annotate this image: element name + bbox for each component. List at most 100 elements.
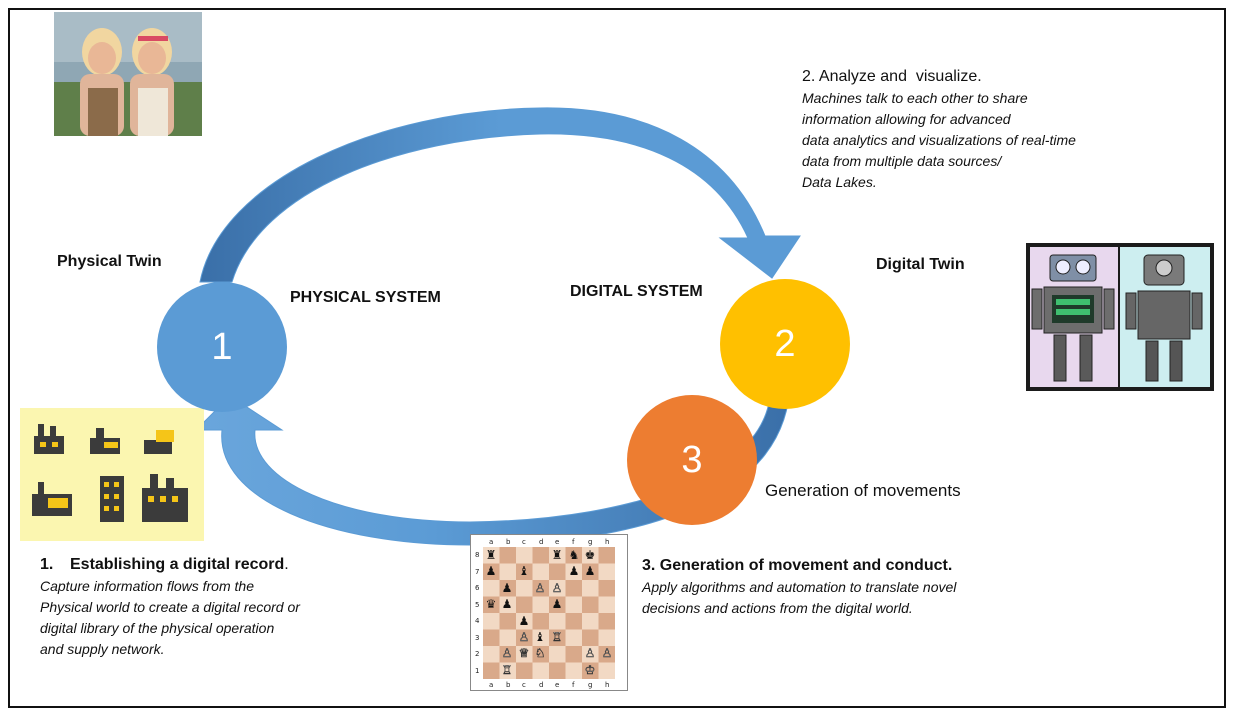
step1-line: digital library of the physical operatio…: [40, 620, 275, 636]
factory-icons-illustration: [20, 408, 204, 541]
node-1-physical: 1: [157, 282, 287, 412]
svg-text:♜: ♜: [552, 548, 563, 562]
svg-text:♚: ♚: [585, 548, 596, 562]
svg-text:♟: ♟: [569, 564, 580, 578]
svg-text:♟: ♟: [552, 597, 563, 611]
chessboard-illustration: a b c d e f g h a b c d e f g h 8 7 6 5 …: [471, 535, 627, 690]
svg-text:♙: ♙: [602, 646, 613, 660]
file-label: g: [588, 538, 592, 546]
rank-label: 4: [475, 617, 480, 625]
twins-photo-illustration: [54, 12, 202, 136]
factory-icons-image: [20, 408, 204, 541]
rank-label: 3: [475, 634, 479, 642]
step2-line: Data Lakes.: [802, 174, 877, 190]
svg-text:♙: ♙: [585, 646, 596, 660]
chess-square-dark: [499, 547, 516, 564]
step1-line: Capture information flows from the: [40, 578, 254, 594]
step2-title: 2. Analyze and visualize.: [802, 68, 982, 85]
chess-square-dark: [565, 547, 582, 564]
generation-of-movements-label: Generation of movements: [765, 481, 961, 500]
file-label: b: [506, 681, 511, 689]
chess-square-dark: [516, 563, 533, 580]
chessboard-image: a b c d e f g h a b c d e f g h 8 7 6 5 …: [470, 534, 628, 691]
file-label: b: [506, 538, 511, 546]
file-label: c: [522, 538, 526, 546]
file-label: e: [555, 681, 559, 689]
step2-block: 2. Analyze and visualize. Machines talk …: [802, 66, 1202, 193]
svg-text:♟: ♟: [502, 581, 513, 595]
chess-square-dark: [532, 613, 549, 630]
step3-line: Apply algorithms and automation to trans…: [642, 579, 957, 595]
chess-square-dark: [582, 563, 599, 580]
chess-square-dark: [565, 613, 582, 630]
svg-text:♝: ♝: [519, 564, 530, 578]
chess-square-dark: [516, 629, 533, 646]
rank-label: 2: [475, 650, 479, 658]
step1-line: and supply network.: [40, 641, 165, 657]
svg-text:♝: ♝: [535, 630, 546, 644]
arrow-physical-to-digital: [199, 107, 801, 283]
chess-square-dark: [549, 629, 566, 646]
step3-block: 3. Generation of movement and conduct. A…: [642, 555, 1082, 619]
node-3-generation: 3: [627, 395, 757, 525]
step2-line: Machines talk to each other to share: [802, 90, 1028, 106]
svg-text:♟: ♟: [486, 564, 497, 578]
step1-title-period: .: [284, 556, 289, 573]
chess-square-dark: [499, 646, 516, 663]
chess-square-dark: [549, 563, 566, 580]
file-label: h: [605, 681, 609, 689]
chess-square-dark: [549, 662, 566, 679]
file-label: a: [489, 681, 493, 689]
svg-text:♙: ♙: [535, 581, 546, 595]
rank-label: 6: [475, 584, 480, 592]
chess-square-dark: [483, 662, 500, 679]
chess-square-dark: [483, 629, 500, 646]
chess-square-dark: [565, 580, 582, 597]
svg-text:♙: ♙: [552, 581, 563, 595]
step2-line: data analytics and visualizations of rea…: [802, 132, 1076, 148]
file-label: a: [489, 538, 493, 546]
chess-square-dark: [532, 580, 549, 597]
chess-square-dark: [582, 629, 599, 646]
file-label: h: [605, 538, 609, 546]
rank-label: 8: [475, 551, 479, 559]
twins-photo: [54, 12, 202, 136]
chess-square-dark: [516, 596, 533, 613]
svg-text:♘: ♘: [535, 646, 546, 660]
file-label: f: [572, 538, 575, 546]
robots-image: [1022, 237, 1220, 397]
chess-square-dark: [582, 662, 599, 679]
svg-text:♙: ♙: [519, 630, 530, 644]
file-label: e: [555, 538, 559, 546]
file-label: c: [522, 681, 526, 689]
rank-label: 1: [475, 667, 479, 675]
step1-heading: 1.Establishing a digital record.: [40, 554, 460, 576]
chess-square-dark: [598, 613, 615, 630]
chess-square-dark: [516, 662, 533, 679]
svg-text:♜: ♜: [486, 548, 497, 562]
step1-block: 1.Establishing a digital record. Capture…: [40, 554, 460, 660]
file-label: d: [539, 681, 543, 689]
chess-square-dark: [532, 547, 549, 564]
node-2-digital: 2: [720, 279, 850, 409]
svg-text:♟: ♟: [502, 597, 513, 611]
file-label: g: [588, 681, 592, 689]
svg-text:♔: ♔: [585, 663, 596, 677]
step1-line: Physical world to create a digital recor…: [40, 599, 300, 615]
chess-square-dark: [582, 596, 599, 613]
chess-square-dark: [499, 613, 516, 630]
chess-square-dark: [598, 646, 615, 663]
svg-text:♙: ♙: [502, 646, 513, 660]
step2-line: information allowing for advanced: [802, 111, 1011, 127]
arrow-digital-to-physical: [194, 377, 791, 546]
step3-title: 3. Generation of movement and conduct.: [642, 557, 953, 574]
svg-text:♟: ♟: [585, 564, 596, 578]
chess-square-dark: [483, 563, 500, 580]
svg-text:♕: ♕: [519, 646, 530, 660]
svg-text:♖: ♖: [502, 663, 513, 677]
step1-title: Establishing a digital record: [70, 556, 285, 573]
physical-twin-label: Physical Twin: [57, 253, 162, 270]
svg-text:♞: ♞: [569, 548, 580, 562]
chess-square-dark: [549, 596, 566, 613]
file-label: f: [572, 681, 575, 689]
